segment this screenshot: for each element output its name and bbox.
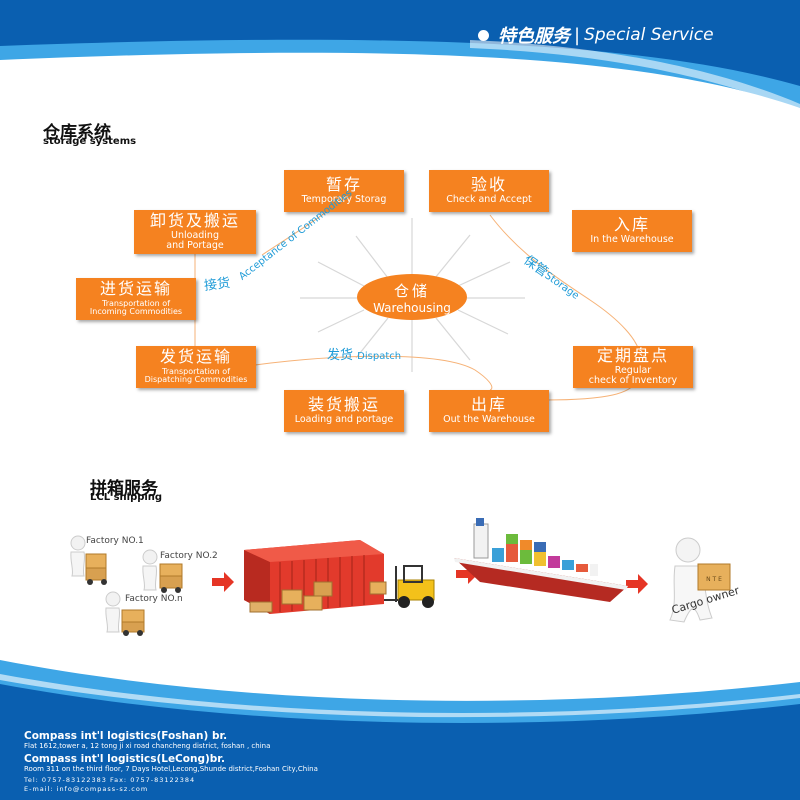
- box-regular-check-en2: check of Inventory: [588, 375, 678, 387]
- factory-label-1: Factory NO.1: [86, 536, 144, 546]
- box-loading-zh: 装货搬运: [307, 394, 380, 414]
- box-check-en: Check and Accept: [446, 194, 532, 206]
- lcl-title-en: LCL shipping: [90, 492, 163, 503]
- header-separator: |: [574, 24, 581, 46]
- contact-tel-fax: Tel: 0757-83122383 Fax: 0757-83122384: [24, 776, 196, 784]
- factory-worker-1-icon: [70, 535, 107, 585]
- factory-label-n: Factory NO.n: [125, 594, 183, 604]
- box-dispatching: 发货运输 Transportation of Dispatching Commo…: [136, 346, 256, 388]
- box-incoming: 进货运输 Transportation of Incoming Commodit…: [76, 278, 196, 320]
- box-in-warehouse-zh: 入库: [613, 214, 650, 234]
- box-dispatching-zh: 发货运输: [159, 347, 232, 367]
- cargo-ship-icon: [454, 518, 628, 602]
- storage-title-zh: 仓库系统: [43, 123, 111, 143]
- office1-name: Compass int'l logistics(Foshan) br.: [24, 730, 228, 742]
- box-label: N T E: [706, 576, 722, 583]
- bullet-dot-icon: [478, 29, 489, 41]
- box-regular-check: 定期盘点 Regular check of Inventory: [573, 346, 693, 388]
- center-warehousing-zh: 仓储: [393, 281, 430, 300]
- header-title: 特色服务 | Special Service: [478, 22, 714, 48]
- flow-dispatch: 发货 Dispatch: [327, 344, 401, 363]
- box-regular-check-en: Regular: [614, 365, 652, 377]
- box-temporary-en: Temporary Storag: [301, 194, 387, 206]
- storage-title-en: storage systems: [43, 136, 137, 147]
- box-temporary: 暂存 Temporary Storag: [284, 170, 404, 212]
- lcl-illustration: N T E: [70, 518, 731, 636]
- lcl-title-zh: 拼箱服务: [90, 479, 158, 499]
- box-dispatching-en: Transportation of: [161, 367, 231, 376]
- box-dispatching-en2: Dispatching Commodities: [144, 375, 248, 385]
- box-unloading-en: Unloading: [171, 230, 219, 242]
- box-incoming-zh: 进货运输: [99, 279, 172, 299]
- box-incoming-en2: Incoming Commodities: [89, 307, 183, 317]
- box-temporary-zh: 暂存: [325, 174, 362, 194]
- footer-banner: [0, 660, 800, 800]
- factory-worker-2-icon: [142, 549, 183, 593]
- box-in-warehouse: 入库 In the Warehouse: [572, 210, 692, 252]
- arrow-right-icon: [626, 574, 648, 594]
- box-loading: 装货搬运 Loading and portage: [284, 390, 404, 432]
- office1-address: Flat 1612,tower a, 12 tong ji xi road ch…: [24, 742, 271, 750]
- office2-address: Room 311 on the third floor, 7 Days Hote…: [24, 765, 318, 773]
- arrow-right-icon: [212, 572, 234, 592]
- box-regular-check-zh: 定期盘点: [596, 345, 669, 365]
- box-out-warehouse-en: Out the Warehouse: [443, 414, 535, 426]
- box-loading-en: Loading and portage: [294, 414, 394, 426]
- header-title-en: Special Service: [584, 25, 714, 45]
- center-warehousing-en: Warehousing: [373, 300, 451, 315]
- box-out-warehouse-zh: 出库: [470, 394, 507, 414]
- box-in-warehouse-en: In the Warehouse: [590, 234, 674, 246]
- flow-accept-zh: 接货: [203, 275, 231, 294]
- box-unloading-en2: and Portage: [166, 240, 224, 252]
- office2-name: Compass int'l logistics(LeCong)br.: [24, 753, 225, 765]
- contact-email: E-mail: info@compass-sz.com: [24, 785, 149, 793]
- box-check: 验收 Check and Accept: [429, 170, 549, 212]
- flow-dispatch-zh: 发货: [327, 348, 354, 363]
- header-title-zh: 特色服务: [498, 26, 570, 47]
- box-check-zh: 验收: [470, 174, 507, 194]
- cargo-owner-icon: N T E: [669, 537, 731, 623]
- shipping-container-icon: [244, 540, 387, 614]
- box-unloading: 卸货及搬运 Unloading and Portage: [134, 210, 256, 254]
- box-out-warehouse: 出库 Out the Warehouse: [429, 390, 549, 432]
- box-incoming-en: Transportation of: [101, 299, 171, 308]
- header-banner: [0, 0, 800, 112]
- factory-worker-n-icon: [105, 591, 145, 636]
- factory-label-2: Factory NO.2: [160, 551, 218, 561]
- flow-dispatch-en: Dispatch: [357, 351, 402, 362]
- box-unloading-zh: 卸货及搬运: [149, 210, 240, 230]
- forklift-icon: [384, 565, 435, 608]
- center-warehousing: 仓储 Warehousing: [357, 274, 467, 320]
